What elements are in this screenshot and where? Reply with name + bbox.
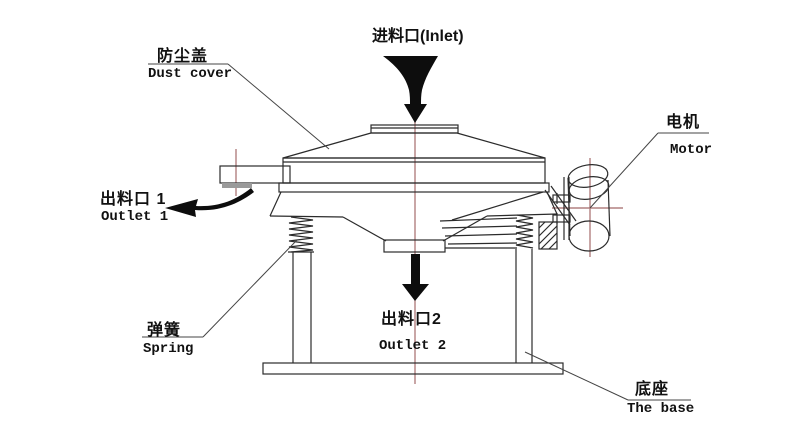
motor-label-cn: 电机 (666, 114, 701, 131)
right-spring (515, 214, 534, 249)
outlet2-label-en: Outlet 2 (379, 338, 447, 354)
dust-cover-label-en: Dust cover (148, 66, 233, 82)
lower-cone (269, 191, 558, 242)
rim-band (282, 157, 546, 184)
base-leader (524, 351, 691, 401)
inlet-arrow-icon (383, 56, 438, 123)
outlet1-duct (219, 165, 291, 188)
machine-body (219, 124, 611, 375)
base-label-cn: 底座 (635, 381, 670, 398)
spring-label-en: Spring (143, 341, 194, 357)
outlet2-label-cn: 出料口2 (381, 311, 442, 328)
left-spring (288, 216, 314, 253)
left-leg (288, 251, 314, 363)
base-label-en: The base (627, 401, 695, 417)
outlet2-spout (383, 239, 446, 253)
outlet1-arrow-icon (165, 188, 254, 217)
outlet1-label-cn: 出料口 1 (100, 191, 167, 208)
dust-cover (282, 132, 546, 159)
dust-cover-leader (148, 63, 330, 150)
dust-cover-label-cn: 防尘盖 (157, 48, 209, 65)
spring-label-cn: 弹簧 (147, 322, 182, 339)
right-connector-lines (439, 217, 518, 249)
damper-block (538, 221, 558, 250)
motor (567, 164, 611, 252)
outlet2-arrow-icon (402, 254, 429, 301)
flow-arrows (165, 56, 438, 301)
flange-ring (278, 182, 550, 193)
spring-leader (142, 239, 298, 338)
centerlines (235, 56, 623, 384)
outlet1-label-en: Outlet 1 (101, 209, 169, 225)
leader-lines (142, 63, 709, 401)
motor-label-en: Motor (670, 142, 713, 158)
motor-leader (589, 132, 709, 209)
base-plate (262, 362, 564, 375)
right-leg (515, 249, 533, 363)
inlet-label: 进料口(Inlet) (372, 28, 464, 45)
